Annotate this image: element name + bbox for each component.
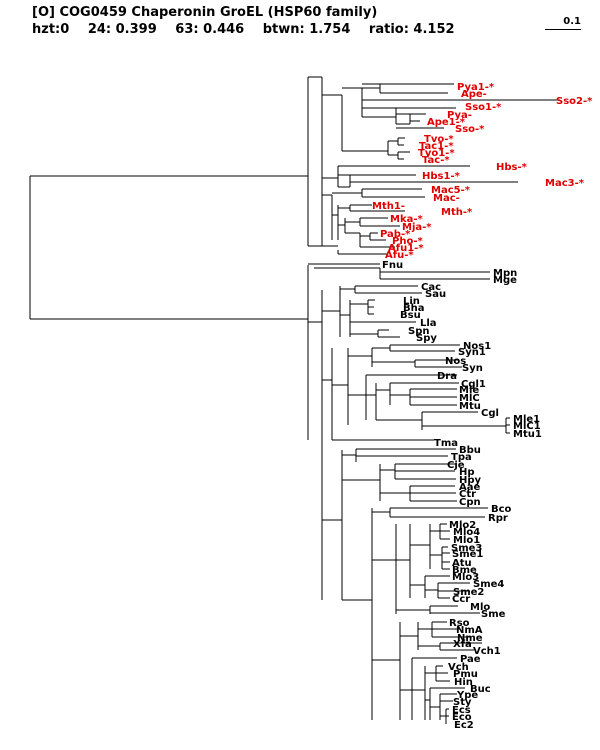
stat-63: 63: 0.446 [175,22,245,37]
leaf-label: Cgl [481,408,499,419]
leaf-label: Pho-* [392,236,423,247]
leaf-label: Hpy [459,475,482,486]
leaf-label: Mlo [470,602,490,613]
leaf-label: Sme4 [473,579,504,590]
leaf-label: Bsu [400,310,421,321]
leaf-label: Cpn [459,497,481,508]
leaf-label: Sso2-* [556,96,593,107]
leaf-label: NmA [456,625,483,636]
scale-bar-label: 0.1 [563,16,581,27]
leaf-label: Dra [437,371,457,382]
leaf-label: Bbu [459,445,481,456]
leaf-label: Mth1- [372,201,405,212]
leaf-label: Sso1-* [465,102,502,113]
leaf-label: Hbs-* [496,162,528,173]
leaf-label: MlC1 [513,421,541,432]
leaf-label: Mac3-* [545,178,585,189]
leaf-label: Ec2 [454,720,474,731]
leaf-label: Tma [434,438,458,449]
leaf-label: Cac [421,282,441,293]
stat-btwn: btwn: 1.754 [262,22,351,37]
leaf-label: Mtu [459,401,481,412]
leaf-label: Ape- [461,89,487,100]
leaf-label: Vch1 [473,646,501,657]
leaf-label: Sau [425,289,446,300]
leaf-label: Mge [493,275,517,286]
leaf-label: Ype [456,690,478,701]
leaf-label: Pae [460,654,481,665]
leaf-label: Cgl1 [461,379,486,390]
leaf-label: Mth-* [441,207,473,218]
page-title: [O] COG0459 Chaperonin GroEL (HSP60 fami… [32,5,378,20]
leaf-label: Tac-* [422,155,450,166]
leaf-label: Ecs [452,705,471,716]
leaf-label: Nme [457,633,483,644]
leaf-label: Xfa [453,639,472,650]
leaf-label: Bme [452,565,477,576]
scale-bar-line [545,29,581,30]
leaf-label: Afu-* [385,250,414,261]
leaf-label: Rso [449,618,470,629]
leaf-label: Pya1-* [457,82,495,93]
stat-hzt: hzt:0 [32,22,70,37]
leaf-label: Aae [459,482,480,493]
leaf-label: Pmu [453,669,478,680]
leaf-label: Mpn [493,268,517,279]
leaf-label: Sty [453,697,472,708]
scale-bar: 0.1 [545,16,581,30]
leaf-label: Pab-* [380,229,411,240]
leaf-label: Mlo3 [452,572,479,583]
leaf-label: Sme1 [452,549,483,560]
leaf-label: Buc [470,684,491,695]
leaf-label: MlC [459,393,480,404]
tree-stats: hzt:0 24: 0.399 63: 0.446 btwn: 1.754 ra… [32,21,469,38]
leaf-label: Hp [459,467,475,478]
leaf-label: Mac5-* [431,185,471,196]
leaf-label: Fnu [382,260,403,271]
leaf-label: Syn1 [458,347,486,358]
tree-header: [O] COG0459 Chaperonin GroEL (HSP60 fami… [32,4,469,38]
leaf-label: Rpr [488,513,508,524]
leaf-label: Mle [459,385,479,396]
leaf-label: Hbs1-* [422,171,461,182]
leaf-label: Tvo-* [424,134,454,145]
stat-ratio: ratio: 4.152 [368,22,455,37]
leaf-label: Mle1 [513,414,540,425]
leaf-label: Syn [462,363,483,374]
leaf-label: Nos [445,356,466,367]
leaf-label: Sme [481,609,506,620]
stat-24: 24: 0.399 [87,22,157,37]
leaf-label: Pya- [447,110,472,121]
leaf-label: Cje [447,460,465,471]
leaf-label: Eco [452,712,472,723]
leaf-label: Mlo1 [453,535,480,546]
leaf-label: Nos1 [463,341,491,352]
leaf-label: Sso-* [455,124,485,135]
leaf-label: Atu [452,558,472,569]
leaf-label: Hin [454,677,473,688]
leaf-label: Mlo2 [449,520,476,531]
leaf-label: Mka-* [390,214,424,225]
leaf-label: Ccr [452,594,470,605]
leaf-label: Tac1-* [419,141,454,152]
leaf-label: Tpa [451,452,472,463]
leaf-label: Tvo1-* [418,148,455,159]
leaf-label: Afu1-* [388,243,424,254]
leaf-label: Lla [420,318,437,329]
leaf-label: Bha [403,303,425,314]
leaf-label: Mtu1 [513,429,542,440]
leaf-label: Sme2 [453,587,484,598]
leaf-label: Bco [491,504,512,515]
leaf-label: Mlo4 [453,527,480,538]
leaf-label: Mja-* [402,222,432,233]
leaf-label: Ctr [459,489,476,500]
leaf-label: Sme3 [451,543,482,554]
leaf-label: Spy [416,333,437,344]
leaf-label: Ape1-* [427,117,466,128]
leaf-label: Vch [448,662,469,673]
leaf-label: Lin [403,296,420,307]
leaf-label: Mac- [433,193,460,204]
leaf-label: Spn [408,326,429,337]
